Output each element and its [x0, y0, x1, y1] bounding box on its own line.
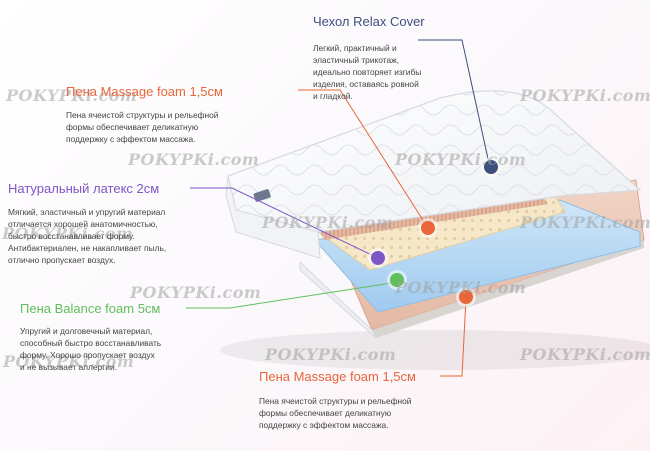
label-latex-desc: Мягкий, эластичный и упругий материал от…: [8, 207, 167, 265]
watermark: POKYPKi.com: [395, 150, 527, 169]
marker-latex: [371, 251, 385, 265]
label-cover-title: Чехол Relax Cover: [313, 14, 425, 29]
marker-balance: [390, 273, 404, 287]
leader-cover: [418, 39, 491, 169]
marker-massage-top: [421, 221, 435, 235]
brand-tag: [253, 189, 271, 202]
watermark: POKYPKi.com: [130, 283, 262, 302]
mattress-shadow: [220, 330, 650, 370]
marker-massage-bottom: [459, 290, 473, 304]
watermark: POKYPKi.com: [265, 345, 397, 364]
label-massage-top-title: Пена Massage foam 1,5см: [66, 84, 223, 99]
label-latex-title: Натуральный латекс 2см: [8, 181, 160, 196]
watermark: POKYPKi.com: [6, 86, 138, 105]
label-massage-bottom-title: Пена Massage foam 1,5см: [259, 369, 416, 384]
label-balance-desc: Упругий и долговечный материал, способны…: [20, 326, 162, 372]
watermark: POKYPKi.com: [395, 278, 527, 297]
watermark: POKYPKi.com: [128, 150, 260, 169]
watermark: POKYPKi.com: [520, 213, 650, 232]
label-massage-bottom-desc: Пена ячеистой структуры и рельефной форм…: [259, 396, 412, 430]
leader-massage-top: [298, 89, 429, 229]
watermark: POKYPKi.com: [520, 345, 650, 364]
label-balance-title: Пена Balance foam 5см: [20, 301, 161, 316]
watermark: POKYPKi.com: [2, 224, 134, 243]
watermark: POKYPKi.com: [3, 352, 135, 371]
watermark: POKYPKi.com: [520, 86, 650, 105]
watermark: POKYPKi.com: [262, 213, 394, 232]
leader-latex: [190, 187, 379, 259]
label-massage-top-desc: Пена ячеистой структуры и рельефной форм…: [66, 110, 219, 144]
marker-cover: [484, 160, 498, 174]
leader-balance: [186, 281, 399, 309]
label-cover-desc: Легкий, практичный и эластичный трикотаж…: [313, 43, 422, 101]
leader-massage-bottom: [440, 297, 467, 377]
